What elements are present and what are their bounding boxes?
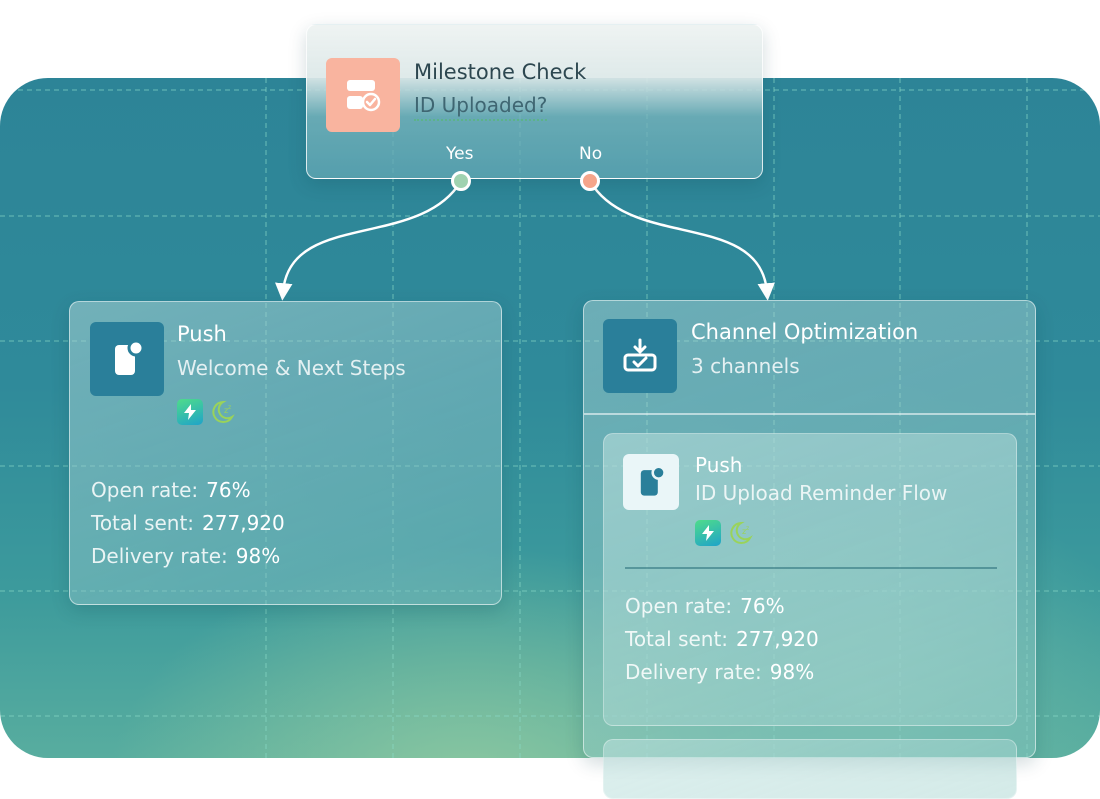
push-notification-icon <box>90 322 164 396</box>
svg-text:z: z <box>742 527 746 536</box>
svg-text:z: z <box>224 406 228 415</box>
channel-subnode-collapsed[interactable] <box>603 739 1017 799</box>
channel-divider <box>584 413 1035 415</box>
open-rate-stat: Open rate:76% <box>91 478 251 502</box>
bolt-icon <box>177 399 203 425</box>
channel-inbox-check-icon <box>603 319 677 393</box>
yes-port[interactable] <box>451 171 471 191</box>
no-branch-label: No <box>579 144 603 164</box>
subnode-title: Push <box>695 453 743 477</box>
channel-title: Channel Optimization <box>691 320 919 344</box>
subnode-divider <box>625 567 997 569</box>
milestone-check-icon <box>326 58 400 132</box>
channel-subtitle: 3 channels <box>691 354 800 378</box>
no-port[interactable] <box>580 171 600 191</box>
channel-optimization-node[interactable]: Channel Optimization 3 channels Push ID … <box>583 300 1036 799</box>
milestone-condition[interactable]: ID Uploaded? <box>414 93 548 121</box>
delivery-rate-stat: Delivery rate:98% <box>625 660 815 684</box>
push-subtitle: Welcome & Next Steps <box>177 356 406 380</box>
milestone-title: Milestone Check <box>414 60 587 84</box>
open-rate-stat: Open rate:76% <box>625 594 785 618</box>
push-notification-icon <box>623 454 679 510</box>
subnode-subtitle: ID Upload Reminder Flow <box>695 481 948 505</box>
push-node-welcome[interactable]: Push Welcome & Next Steps z z Open rate:… <box>69 301 502 605</box>
quiet-hours-moon-icon: z z <box>727 520 753 546</box>
channel-push-subnode[interactable]: Push ID Upload Reminder Flow z z Open ra… <box>603 433 1017 726</box>
milestone-check-node[interactable]: Milestone Check ID Uploaded? Yes No <box>306 24 763 179</box>
push-title: Push <box>177 322 227 346</box>
quiet-hours-moon-icon: z z <box>209 399 235 425</box>
yes-branch-label: Yes <box>446 144 474 164</box>
total-sent-stat: Total sent:277,920 <box>625 627 819 651</box>
svg-text:z: z <box>746 525 749 532</box>
svg-text:z: z <box>228 404 231 411</box>
total-sent-stat: Total sent:277,920 <box>91 511 285 535</box>
delivery-rate-stat: Delivery rate:98% <box>91 544 281 568</box>
bolt-icon <box>695 520 721 546</box>
